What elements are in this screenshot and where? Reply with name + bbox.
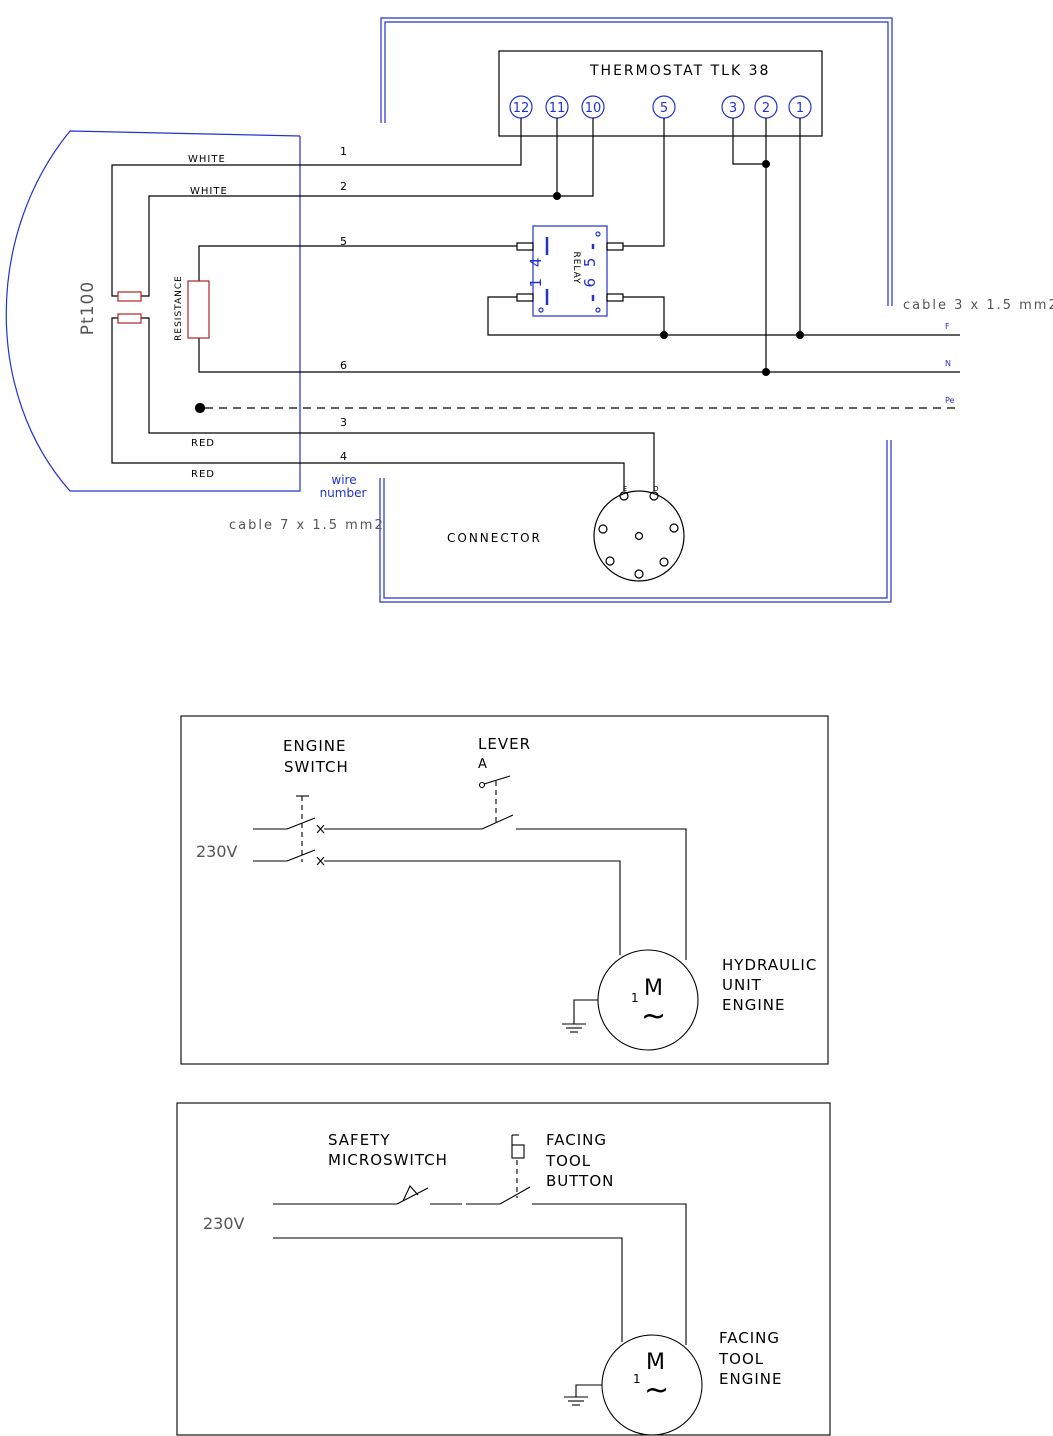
- neutral-label: N: [945, 359, 951, 368]
- safety-label-1: SAFETY: [328, 1131, 391, 1149]
- pt100-housing: [5, 130, 301, 492]
- facing-wire-lower: [273, 1237, 623, 1342]
- relay: [516, 225, 624, 317]
- junctions: [553, 160, 804, 376]
- hydraulic-motor-symbol: ~: [641, 999, 666, 1034]
- hydraulic-motor-letter: M: [644, 976, 663, 1001]
- hydraulic-engine-label-2: UNIT: [722, 976, 762, 994]
- facing-supply-label: 230V: [203, 1214, 245, 1233]
- relay-6-wire: [623, 296, 665, 335]
- terminal-3-wire: [732, 118, 766, 165]
- terminal-label-12: 12: [513, 101, 530, 116]
- lever-switch: [478, 775, 514, 830]
- engine-switch-label-2: SWITCH: [284, 758, 349, 776]
- earth-label: Pe: [945, 396, 955, 405]
- wire-1-color: WHITE: [188, 154, 226, 165]
- button-label-2: TOOL: [545, 1152, 591, 1170]
- relay-1-wire: [487, 296, 960, 336]
- connector-pin-d: D: [653, 485, 658, 493]
- wire-5-number: 5: [340, 235, 347, 248]
- hydraulic-section: [180, 715, 829, 1065]
- terminal-label-3: 3: [729, 101, 737, 116]
- hydraulic-frame: [180, 715, 829, 1065]
- wire-3-number: 3: [340, 416, 347, 429]
- facing-ground: [564, 1384, 602, 1406]
- pt100-element: [117, 291, 142, 324]
- terminal-label-2: 2: [762, 101, 770, 116]
- button-label-1: FACING: [546, 1131, 607, 1149]
- wire-6-number: 6: [340, 359, 347, 372]
- lever-label-2: A: [478, 757, 487, 772]
- wire-4-number: 4: [340, 450, 347, 463]
- earth-terminal: [194, 402, 206, 414]
- relay-left-pins: 1 4: [527, 255, 545, 288]
- phase-label: F: [945, 322, 950, 331]
- hydraulic-wire-lower: [324, 860, 621, 955]
- wire-3-color: RED: [191, 438, 215, 449]
- hydraulic-labels: ENGINE SWITCH LEVER A 230V M 1 ~ HYDRAUL…: [196, 735, 817, 1034]
- connector-pin-e: E: [623, 485, 627, 493]
- facing-motor-phase: 1: [633, 1372, 641, 1386]
- engine-switch: [253, 795, 325, 866]
- facing-wire-upper: [532, 1203, 687, 1345]
- connector-cable-label: cable 7 x 1.5 mm2: [229, 518, 385, 533]
- terminal-label-5: 5: [660, 101, 668, 116]
- terminal-5-wire: [623, 118, 665, 247]
- wire-1-number: 1: [340, 145, 347, 158]
- wire-2: [141, 118, 594, 297]
- hydraulic-supply-label: 230V: [196, 842, 238, 861]
- enclosure-top: [380, 17, 893, 306]
- wire-4-color: RED: [191, 469, 215, 480]
- hydraulic-wire-return: [516, 828, 687, 960]
- wire-4: [111, 317, 625, 491]
- resistance-label: RESISTANCE: [174, 275, 184, 341]
- facing-motor-symbol: ~: [644, 1373, 669, 1408]
- facing-tool-button: [466, 1134, 531, 1205]
- button-label-3: BUTTON: [546, 1172, 614, 1190]
- safety-microswitch: [273, 1185, 462, 1205]
- terminal-label-11: 11: [549, 101, 566, 116]
- facing-section: [176, 1102, 831, 1436]
- wire-5: [198, 245, 517, 281]
- lever-label-1: LEVER: [478, 735, 531, 753]
- hydraulic-ground: [562, 999, 598, 1033]
- mains-cable-label: cable 3 x 1.5 mm2: [903, 298, 1053, 313]
- terminal-label-10: 10: [585, 101, 602, 116]
- engine-switch-label-1: ENGINE: [283, 737, 346, 755]
- connector-label: CONNECTOR: [447, 531, 542, 545]
- safety-label-2: MICROSWITCH: [328, 1151, 448, 1169]
- wire-2-number: 2: [340, 180, 347, 193]
- wire-6: [198, 338, 960, 373]
- connector-plug: [593, 490, 685, 582]
- wire-number-legend-2: number: [320, 486, 367, 500]
- wire-2-color: WHITE: [190, 186, 228, 197]
- resistance-element: [187, 280, 210, 339]
- facing-labels: SAFETY MICROSWITCH FACING TOOL BUTTON 23…: [203, 1131, 782, 1408]
- wire-number-legend-1: wire: [331, 473, 356, 487]
- hydraulic-motor-phase: 1: [631, 991, 639, 1005]
- terminal-label-1: 1: [796, 101, 804, 116]
- facing-frame: [176, 1102, 831, 1436]
- wire-3: [141, 317, 655, 491]
- thermostat-title: THERMOSTAT TLK 38: [589, 63, 770, 79]
- thermostat-section: [5, 17, 960, 603]
- facing-engine-label-1: FACING: [719, 1329, 780, 1347]
- hydraulic-engine-label-3: ENGINE: [722, 996, 785, 1014]
- facing-engine-label-2: TOOL: [718, 1350, 764, 1368]
- facing-motor-letter: M: [646, 1350, 665, 1375]
- facing-engine-label-3: ENGINE: [719, 1370, 782, 1388]
- pt100-label: Pt100: [78, 281, 98, 335]
- relay-label: RELAY: [571, 251, 581, 284]
- hydraulic-engine-label-1: HYDRAULIC: [722, 956, 817, 974]
- wire-1: [111, 118, 522, 297]
- relay-right-pins: 6 5: [581, 255, 599, 288]
- thermostat-labels: THERMOSTAT TLK 38 12 11 10 5 3 2 1 WHITE…: [78, 63, 1053, 545]
- enclosure-bottom: [379, 440, 892, 603]
- thermostat-box: [498, 50, 823, 137]
